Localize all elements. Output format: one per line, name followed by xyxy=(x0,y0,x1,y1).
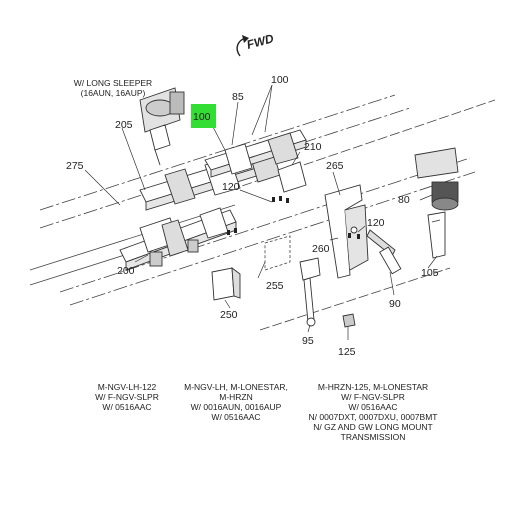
forward-arrow-icon xyxy=(236,35,249,57)
note-center-line: W/ 0516AAC xyxy=(211,412,261,422)
callout-250: 250 xyxy=(220,309,238,321)
callout-210: 210 xyxy=(304,141,322,153)
note-right-line: W/ F-NGV-SLPR xyxy=(341,392,405,402)
callout-275: 275 xyxy=(66,160,84,172)
note-right-line: M-HRZN-125, M-LONESTAR xyxy=(317,382,429,392)
frame-rails xyxy=(29,94,496,331)
bracket-265 xyxy=(324,184,369,279)
callout-205: 205 xyxy=(115,119,133,131)
callout-80: 80 xyxy=(398,194,410,206)
callout-125: 125 xyxy=(338,346,356,358)
note-left-line: M-NGV-LH-122 xyxy=(97,382,157,392)
bolts-120 xyxy=(227,196,360,239)
bracket-250 xyxy=(211,267,241,301)
note-right: M-HRZN-125, M-LONESTAR W/ F-NGV-SLPR W/ … xyxy=(298,382,448,442)
crossmember-210 xyxy=(204,129,307,193)
callout-85: 85 xyxy=(232,91,244,103)
callout-255: 255 xyxy=(266,280,284,292)
note-center: M-NGV-LH, M-LONESTAR, M-HRZN W/ 0016AUN,… xyxy=(172,382,300,422)
callout-120-a: 120 xyxy=(222,181,240,193)
fwd-label: FWD xyxy=(245,31,275,52)
fastener-125 xyxy=(342,313,356,328)
sleeper-note-line1: W/ LONG SLEEPER xyxy=(73,78,153,88)
link-95 xyxy=(299,257,321,327)
callout-100-highlighted: 100 xyxy=(193,111,211,123)
highlight-box xyxy=(191,104,216,128)
shock-absorber-90 xyxy=(366,229,402,275)
air-spring-80 xyxy=(414,147,459,259)
leader-lines xyxy=(84,84,438,340)
callout-90: 90 xyxy=(389,298,401,310)
note-right-line: TRANSMISSION xyxy=(340,432,406,442)
callout-95: 95 xyxy=(302,335,314,347)
callout-105: 105 xyxy=(421,267,439,279)
note-left-line: W/ F-NGV-SLPR xyxy=(95,392,159,402)
note-right-line: N/ 0007DXT, 0007DXU, 0007BMT xyxy=(308,412,438,422)
note-right-line: N/ GZ AND GW LONG MOUNT xyxy=(313,422,433,432)
sleeper-note-line2: (16AUN, 16AUP) xyxy=(80,88,146,98)
note-center-line: M-NGV-LH, M-LONESTAR, xyxy=(184,382,288,392)
callout-100-top: 100 xyxy=(271,74,289,86)
callout-265: 265 xyxy=(326,160,344,172)
note-center-line: M-HRZN xyxy=(219,392,253,402)
callout-200: 200 xyxy=(117,265,135,277)
callout-labels: 100 100 85 205 275 210 265 120 120 80 26… xyxy=(66,74,439,358)
sleeper-bracket xyxy=(139,87,185,166)
note-center-line: W/ 0016AUN, 0016AUP xyxy=(190,402,282,412)
note-right-line: W/ 0516AAC xyxy=(348,402,398,412)
callout-260: 260 xyxy=(312,243,330,255)
note-left: M-NGV-LH-122 W/ F-NGV-SLPR W/ 0516AAC xyxy=(72,382,182,412)
note-left-line: W/ 0516AAC xyxy=(102,402,152,412)
sleeper-note: W/ LONG SLEEPER (16AUN, 16AUP) xyxy=(58,78,168,98)
callout-120-b: 120 xyxy=(367,217,385,229)
